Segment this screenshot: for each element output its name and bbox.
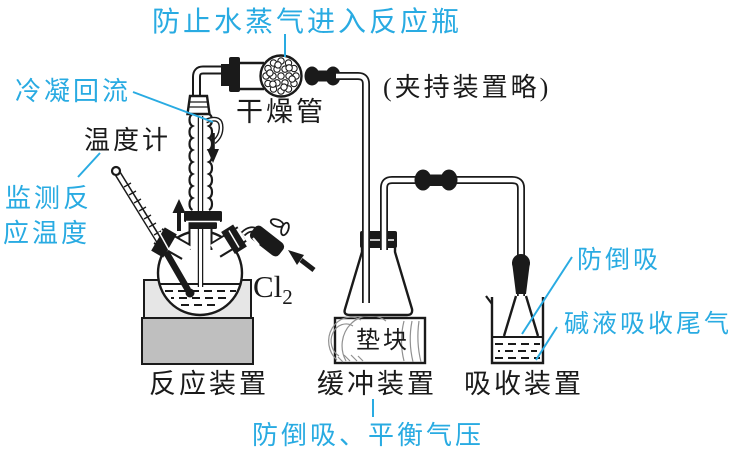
drying-tube <box>221 54 303 98</box>
tube-to-buffer <box>336 72 370 303</box>
reflux-down-arrow <box>207 133 219 163</box>
vapor-up-arrow <box>172 199 186 231</box>
label-drying-tube: 干燥管 <box>236 97 326 127</box>
note-balance: 防倒吸、平衡气压 <box>252 421 484 450</box>
label-thermometer: 温度计 <box>84 126 171 155</box>
note-alkali: 碱液吸收尾气 <box>564 310 732 338</box>
note-clamp: (夹持装置略) <box>383 73 551 102</box>
desiccant-beads <box>262 57 300 95</box>
center-neck-stopper <box>184 211 222 229</box>
right-neck-stopper <box>221 224 247 255</box>
buffer-flask <box>343 176 525 317</box>
left-neck-stopper <box>151 227 177 258</box>
note-reflux: 冷凝回流 <box>15 77 131 106</box>
inverted-funnel <box>502 295 540 337</box>
gas-flow-arrow <box>288 250 316 272</box>
label-absorption-device: 吸收装置 <box>464 369 584 399</box>
note-prevent-vapor: 防止水蒸气进入反应瓶 <box>152 6 462 38</box>
drying-tube-stopper <box>221 57 240 92</box>
label-pad: 垫块 <box>356 327 410 354</box>
absorption-beaker <box>485 295 545 365</box>
gas-inlet-stopcock <box>240 218 290 257</box>
rubber-connector-1 <box>304 66 341 86</box>
leader-lines <box>77 34 573 417</box>
leader-reflux <box>132 91 214 123</box>
note-monitor-line2: 应温度 <box>3 219 90 248</box>
leader-alkali <box>535 326 558 361</box>
rubber-connector-3 <box>512 254 530 294</box>
rubber-connector-2 <box>414 169 458 191</box>
leader-monitor <box>77 152 101 178</box>
label-reaction-device: 反应装置 <box>149 369 269 399</box>
wood-pad-block <box>328 315 427 365</box>
note-anti-suckback: 防倒吸 <box>577 246 661 274</box>
note-monitor-line1: 监测反 <box>5 184 92 213</box>
leader-anti-suckback <box>521 256 573 335</box>
label-buffer-device: 缓冲装置 <box>317 369 437 399</box>
label-gas-formula: Cl2 <box>253 269 293 309</box>
reflux-condenser <box>186 65 224 287</box>
thermometer <box>110 165 195 298</box>
